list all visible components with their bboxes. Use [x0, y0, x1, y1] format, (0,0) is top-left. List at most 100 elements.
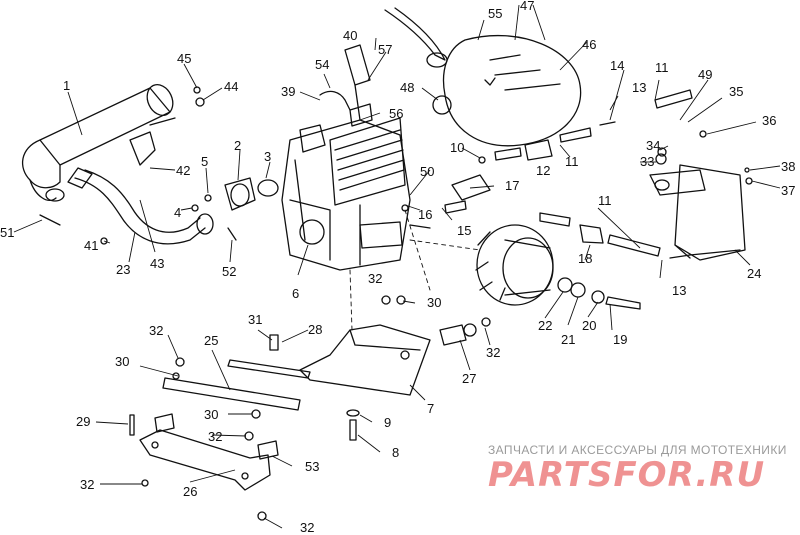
nut-32-b	[175, 357, 185, 367]
spark-plug-wire	[319, 90, 351, 111]
callout-37: 37	[781, 183, 795, 198]
callout-30-a: 30	[427, 295, 441, 310]
bolt-19	[605, 296, 641, 310]
callout-29: 29	[76, 414, 90, 429]
callout-40: 40	[343, 28, 357, 43]
callout-19: 19	[613, 332, 627, 347]
callout-5: 5	[201, 154, 208, 169]
watermark-logo: PARTSFOR.RU	[488, 455, 766, 495]
washer-21	[570, 282, 586, 298]
callout-4: 4	[174, 205, 181, 220]
engine-part	[281, 103, 431, 271]
plate-25	[162, 377, 301, 411]
cap-34	[657, 147, 667, 157]
callout-9: 9	[384, 415, 391, 430]
rubber-mount-left	[154, 413, 175, 433]
washer-38	[744, 167, 750, 173]
washer-9	[346, 409, 360, 417]
callout-18: 18	[578, 251, 592, 266]
callout-24: 24	[747, 266, 761, 281]
callout-55: 55	[488, 6, 502, 21]
nut-32-d	[141, 479, 149, 487]
callout-48: 48	[400, 80, 414, 95]
callout-14: 14	[610, 58, 624, 73]
cap-41	[100, 237, 108, 245]
callout-30-b: 30	[115, 354, 129, 369]
exhaust-flange-part	[224, 177, 256, 211]
bracket-17	[451, 174, 491, 201]
callout-15: 15	[457, 223, 471, 238]
callout-11-a: 11	[655, 60, 669, 75]
washer-22	[557, 277, 573, 293]
callout-49: 49	[698, 67, 712, 82]
callout-32-b: 32	[149, 323, 163, 338]
callout-54: 54	[315, 57, 329, 72]
callout-31: 31	[248, 312, 262, 327]
gasket-part	[257, 179, 279, 197]
alignment-lines	[349, 209, 481, 331]
plate-upper	[227, 359, 311, 379]
nut-4	[191, 204, 199, 212]
callout-7: 7	[427, 401, 434, 416]
callout-56: 56	[389, 106, 403, 121]
nut-37	[745, 177, 753, 185]
callout-38: 38	[781, 159, 795, 174]
callout-11-b: 11	[565, 154, 579, 169]
leader-lines	[13, 4, 781, 529]
nut-32-f	[481, 317, 491, 327]
clip-10	[478, 156, 486, 164]
callout-30-c: 30	[204, 407, 218, 422]
callout-25: 25	[204, 333, 218, 348]
callout-32-e: 32	[80, 477, 94, 492]
callout-32-c: 32	[208, 429, 222, 444]
engine-plate-part	[299, 324, 431, 396]
nut-44	[195, 97, 205, 107]
washer-30-b	[172, 372, 180, 380]
callout-2: 2	[234, 138, 241, 153]
fuel-line-parts	[494, 89, 741, 259]
callout-52: 52	[222, 264, 236, 279]
callout-51: 51	[0, 225, 14, 240]
callout-17: 17	[505, 178, 519, 193]
callout-32-d: 32	[486, 345, 500, 360]
pin-15	[444, 200, 467, 214]
callout-1: 1	[63, 78, 70, 93]
callout-50: 50	[420, 164, 434, 179]
cap-33	[655, 153, 667, 165]
bolt-36	[699, 130, 707, 138]
coil-57	[344, 44, 371, 86]
callout-46: 46	[582, 37, 596, 52]
callout-41: 41	[84, 238, 98, 253]
rubber-mount-53	[257, 440, 279, 460]
callout-8: 8	[392, 445, 399, 460]
air-hose-part	[384, 7, 448, 68]
fan-shroud-part	[442, 34, 582, 147]
callout-20: 20	[582, 318, 596, 333]
washer-30-c	[251, 409, 261, 419]
drive-pulley-part	[475, 224, 554, 306]
cap-part	[432, 95, 452, 115]
callout-11-c: 11	[598, 193, 612, 208]
callout-36: 36	[762, 113, 776, 128]
callout-6: 6	[292, 286, 299, 301]
callout-35: 35	[729, 84, 743, 99]
washer-45	[193, 86, 201, 94]
callout-3: 3	[264, 149, 271, 164]
callout-53: 53	[305, 459, 319, 474]
callout-13-a: 13	[632, 80, 646, 95]
watermark-tagline: ЗАПЧАСТИ И АКСЕССУАРЫ ДЛЯ МОТОТЕХНИКИ	[488, 443, 787, 457]
callout-43: 43	[150, 256, 164, 271]
muffler-part	[21, 83, 176, 202]
callout-47: 47	[520, 0, 534, 13]
callout-34: 34	[646, 138, 660, 153]
nut-32-a	[381, 295, 391, 305]
mount-27	[439, 323, 477, 346]
washer-5	[204, 194, 212, 202]
callout-45: 45	[177, 51, 191, 66]
callout-32-f: 32	[300, 520, 314, 535]
exhaust-pipe-part	[67, 167, 214, 245]
callout-22: 22	[538, 318, 552, 333]
